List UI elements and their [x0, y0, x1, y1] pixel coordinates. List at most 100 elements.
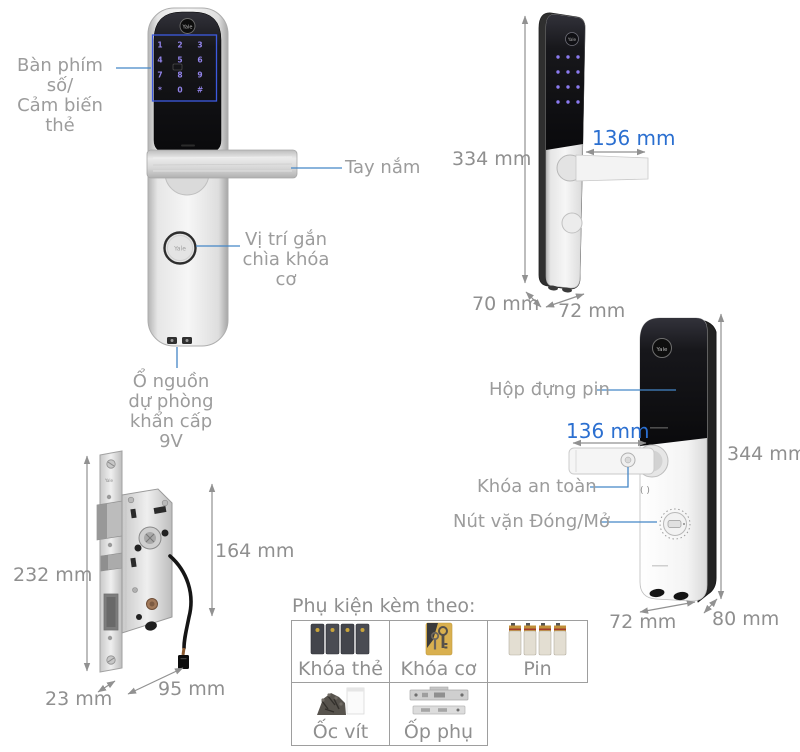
- handle-label: Tay nắm: [345, 157, 421, 178]
- side-keypad-dots: [556, 55, 580, 104]
- body-slot: [130, 557, 137, 568]
- accessory-label: Khóa thẻ: [298, 658, 383, 680]
- keypad-label: Bàn phím số/ Cảm biến thẻ: [17, 55, 103, 136]
- mechanical-key-icon: [390, 621, 487, 657]
- side-handle[interactable]: [575, 154, 649, 182]
- keypad: 1 2 3 4 5 6 7 8 9 * 0 #: [157, 41, 203, 95]
- screws-icon: [292, 683, 389, 720]
- accessory-cell-mechanical-key: Khóa cơ: [389, 620, 488, 683]
- accessory-label: Ốp phụ: [403, 721, 474, 743]
- faceplate-marking: Yale: [104, 478, 113, 483]
- mechanical-key-slot[interactable]: Yale: [163, 231, 197, 265]
- accessory-label: Pin: [523, 658, 552, 680]
- keypad-key[interactable]: #: [197, 86, 203, 95]
- back-foot: [673, 591, 689, 601]
- spindle-hub: [138, 526, 162, 550]
- body-hole: [145, 621, 157, 631]
- dim-back-depth: 80 mm: [712, 608, 780, 630]
- dim-back-height: 344 mm: [727, 443, 800, 465]
- dim-side-handle: 136 mm: [592, 126, 676, 150]
- accessories-header: Phụ kiện kèm theo:: [292, 595, 476, 617]
- back-view-illustration: Yale ( ): [568, 317, 717, 603]
- back-foot: [649, 588, 665, 598]
- keypad-key[interactable]: 6: [197, 56, 202, 65]
- body-hole: [136, 614, 142, 620]
- key-slot-label: Vị trí gắn chìa khóa cơ: [242, 229, 330, 290]
- keypad-highlight-box: [151, 34, 218, 102]
- dim-back-handle: 136 mm: [566, 419, 650, 443]
- dim-faceplate-width: 23 mm: [45, 688, 113, 710]
- mortise-lock: Yale: [96, 450, 193, 673]
- battery-label: Hộp đựng pin: [489, 379, 610, 400]
- panel-marking: [650, 427, 668, 429]
- card-sensor-icon: [172, 63, 183, 71]
- dim-arrow-back-depth: [703, 598, 718, 614]
- front-lock-body: Yale 1 2 3 4 5 6 7 8 9 * 0 #: [146, 7, 298, 347]
- dim-faceplate-height: 232 mm: [13, 564, 93, 586]
- body-screw: [161, 499, 169, 507]
- keypad-key[interactable]: *: [158, 86, 162, 95]
- dim-side-height: 334 mm: [452, 148, 532, 170]
- emergency-power-terminals: [167, 337, 192, 344]
- back-lock-body: Yale ( ): [568, 317, 717, 603]
- dim-mortise-height: 164 mm: [215, 540, 295, 562]
- accessory-cell-screws: Ốc vít: [291, 682, 390, 746]
- body-screw: [132, 587, 138, 593]
- keypad-key[interactable]: 9: [197, 71, 202, 80]
- keypad-key[interactable]: 2: [177, 41, 182, 50]
- body-hole: [134, 544, 142, 552]
- yale-logo: Yale: [652, 338, 672, 358]
- body-hole: [161, 529, 169, 537]
- thumbturn-label: Nút vặn Đóng/Mở: [453, 511, 610, 532]
- keypad-key[interactable]: 3: [197, 41, 202, 50]
- connector-cable: [168, 554, 193, 669]
- faceplate-hole: [107, 635, 113, 641]
- dim-side-depth: 70 mm: [472, 293, 540, 315]
- front-view-illustration: Yale 1 2 3 4 5 6 7 8 9 * 0 #: [146, 7, 298, 347]
- yale-logo-text: Yale: [182, 24, 193, 30]
- keypad-key[interactable]: 5: [177, 56, 182, 65]
- leader-safety-lock: [590, 467, 629, 488]
- dim-arrow-faceplate-width: [97, 680, 116, 693]
- aux-bolt: [100, 552, 123, 572]
- lower-marking: [652, 565, 668, 567]
- mortise-lock-illustration: Yale: [96, 450, 193, 673]
- strike-plates-icon: [390, 683, 487, 720]
- side-foot: [548, 285, 558, 291]
- thumbturn-knob[interactable]: [659, 508, 691, 540]
- dim-side-width: 72 mm: [558, 300, 626, 322]
- keyhole-yale-text: Yale: [173, 246, 186, 253]
- front-handle[interactable]: [146, 149, 298, 179]
- keypad-key[interactable]: 7: [157, 71, 162, 80]
- body-screw: [127, 496, 135, 504]
- card-keys-icon: [292, 621, 389, 657]
- body-slot: [130, 508, 137, 519]
- keypad-key[interactable]: 0: [177, 86, 182, 95]
- model-marking: [181, 144, 195, 147]
- dim-arrow-side-width: [545, 293, 585, 308]
- keypad-key[interactable]: 8: [177, 71, 182, 80]
- accessory-cell-strike-plates: Ốp phụ: [389, 682, 488, 746]
- side-key-slot: [561, 212, 583, 234]
- dim-arrow-mortise-width: [127, 667, 184, 695]
- yale-logo-text: Yale: [567, 37, 577, 42]
- side-view-illustration: Yale: [538, 12, 649, 293]
- batteries-icon: [488, 621, 587, 657]
- faceplate-hole: [106, 494, 112, 500]
- safety-lock-label: Khóa an toàn: [477, 476, 597, 497]
- side-foot: [562, 287, 572, 293]
- faceplate-hole: [107, 542, 113, 548]
- yale-logo: Yale: [565, 32, 579, 46]
- side-touch-panel: [546, 14, 585, 151]
- accessory-label: Khóa cơ: [400, 658, 477, 680]
- side-lock-body: Yale: [538, 12, 649, 293]
- latch-bolt: [96, 500, 123, 541]
- emergency-power-label: Ổ nguồn dự phòng khẩn cấp 9V: [128, 371, 214, 452]
- dim-arrow-side-depth: [525, 291, 542, 308]
- dim-back-width: 72 mm: [609, 611, 677, 633]
- keypad-key[interactable]: 4: [157, 56, 162, 65]
- accessory-cell-card-keys: Khóa thẻ: [291, 620, 390, 683]
- keypad-key[interactable]: 1: [157, 41, 162, 50]
